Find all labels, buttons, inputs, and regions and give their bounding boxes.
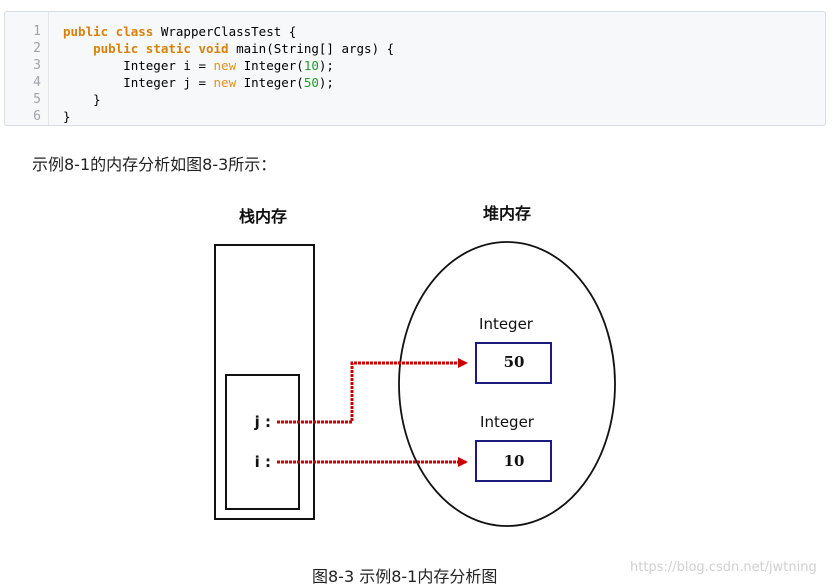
line-number: 2 bbox=[33, 41, 41, 56]
line-number: 6 bbox=[33, 109, 41, 124]
code-keyword: public class bbox=[63, 24, 161, 39]
code-keyword: new bbox=[213, 75, 244, 90]
code-block: 1 2 3 4 5 6 public class WrapperClassTes… bbox=[4, 11, 826, 126]
stack-frame-outer bbox=[214, 244, 315, 520]
code-text: ); bbox=[318, 75, 334, 90]
variable-i-label: i : bbox=[255, 453, 271, 471]
code-line: } bbox=[63, 91, 101, 108]
code-keyword: public static void bbox=[93, 41, 237, 56]
stack-memory-label: 栈内存 bbox=[239, 207, 287, 226]
object-10-box bbox=[475, 440, 552, 482]
object-50-box bbox=[475, 342, 552, 384]
code-line: Integer j = new Integer(50); bbox=[63, 74, 334, 91]
code-text: Integer( bbox=[243, 58, 304, 73]
paragraph-text: 示例8-1的内存分析如图8-3所示： bbox=[32, 155, 277, 174]
line-number-gutter: 1 2 3 4 5 6 bbox=[5, 12, 49, 125]
stack-frame-inner bbox=[225, 374, 300, 510]
figure-caption: 图8-3 示例8-1内存分析图 bbox=[312, 567, 498, 586]
code-text: Integer( bbox=[243, 75, 304, 90]
line-number: 1 bbox=[33, 24, 41, 39]
code-text: Integer j = bbox=[63, 75, 214, 90]
line-number: 3 bbox=[33, 58, 41, 73]
code-text: } bbox=[63, 109, 71, 124]
memory-diagram: 栈内存 堆内存 j : i : Integer 50 Integer 10 bbox=[214, 204, 616, 527]
object-50-value: 50 bbox=[504, 353, 525, 371]
object-10-value: 10 bbox=[504, 452, 525, 470]
code-text: } bbox=[63, 92, 101, 107]
line-number: 5 bbox=[33, 92, 41, 107]
code-line: Integer i = new Integer(10); bbox=[63, 57, 334, 74]
code-keyword: new bbox=[213, 58, 244, 73]
code-text: WrapperClassTest { bbox=[160, 24, 297, 39]
reference-arrow-j bbox=[277, 358, 468, 424]
heap-memory-label: 堆内存 bbox=[483, 204, 531, 223]
heap-ellipse bbox=[398, 241, 616, 527]
code-number: 10 bbox=[303, 58, 319, 73]
code-text: Integer i = bbox=[63, 58, 214, 73]
object-50-type-label: Integer bbox=[479, 315, 534, 333]
object-10-type-label: Integer bbox=[480, 413, 535, 431]
code-line: public class WrapperClassTest { bbox=[63, 23, 296, 40]
code-text: main(String[] args) { bbox=[236, 41, 395, 56]
code-text: ); bbox=[318, 58, 334, 73]
code-number: 50 bbox=[303, 75, 319, 90]
variable-j-label: j : bbox=[254, 413, 271, 431]
code-line: } bbox=[63, 108, 71, 125]
code-line: public static void main(String[] args) { bbox=[63, 40, 394, 57]
watermark: https://blog.csdn.net/jwtning bbox=[630, 560, 817, 575]
line-number: 4 bbox=[33, 75, 41, 90]
